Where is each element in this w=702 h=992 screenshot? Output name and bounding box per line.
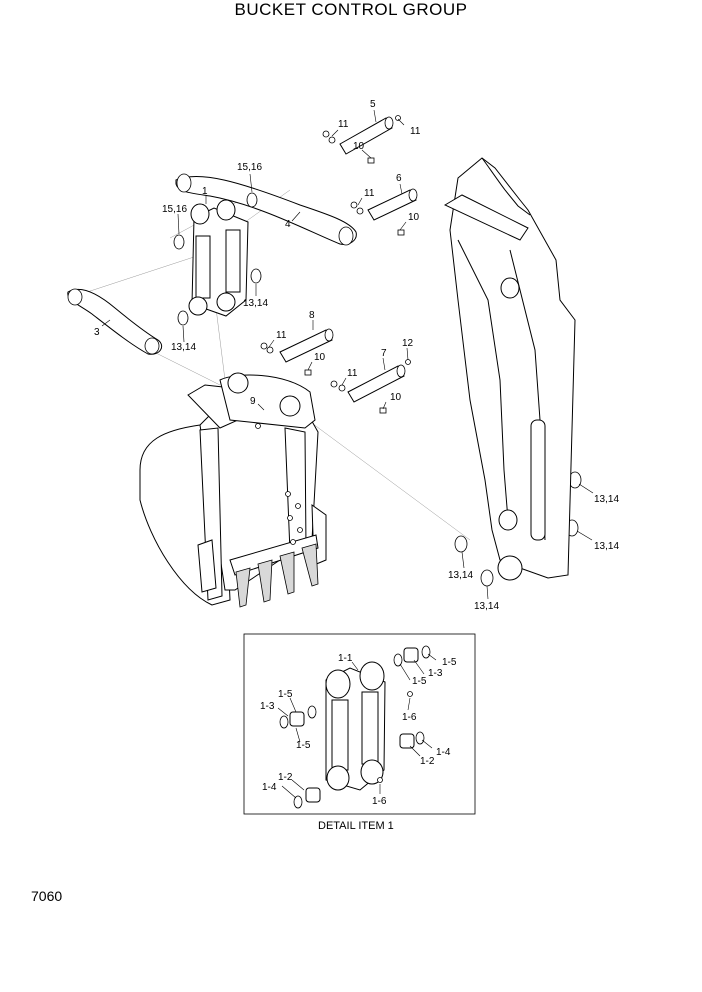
detail-item-1: 1-1 1-5 1-3 1-5 1-5 1-3 1-5 1-6 1-4 1-2 …	[243, 633, 476, 832]
fasteners	[260, 115, 411, 414]
detail-callout-1-6: 1-6	[372, 796, 387, 807]
detail-callout-1-5: 1-5	[278, 689, 293, 700]
callout-11: 11	[410, 126, 421, 137]
callout-13-14: 13,14	[474, 601, 499, 612]
callout-5: 5	[370, 99, 376, 110]
callout-7: 7	[381, 348, 387, 359]
arm	[443, 157, 576, 581]
callout-1: 1	[202, 186, 208, 197]
callout-15-16: 15,16	[162, 204, 187, 215]
callout-8: 8	[309, 310, 315, 321]
page-number: 7060	[31, 888, 63, 904]
link-part-3	[67, 288, 163, 355]
detail-callout-1-6: 1-6	[402, 712, 417, 723]
callout-10: 10	[314, 352, 326, 363]
pin-part-6	[367, 188, 418, 221]
callout-11: 11	[364, 188, 375, 199]
callout-13-14: 13,14	[594, 494, 619, 505]
pin-part-7	[347, 364, 406, 403]
callout-10: 10	[390, 392, 402, 403]
bucket	[139, 372, 327, 608]
callout-4: 4	[285, 219, 291, 230]
detail-callout-1-3: 1-3	[428, 668, 443, 679]
callout-13-14: 13,14	[171, 342, 196, 353]
callout-3: 3	[94, 327, 100, 338]
shims-and-rings	[173, 192, 582, 587]
detail-callout-1-4: 1-4	[436, 747, 451, 758]
pin-part-8	[279, 328, 334, 363]
callout-9: 9	[250, 396, 256, 407]
detail-callout-1-3: 1-3	[260, 701, 275, 712]
callout-13-14: 13,14	[594, 541, 619, 552]
detail-callout-1-1: 1-1	[338, 653, 353, 664]
pin-part-5	[339, 116, 394, 155]
detail-callout-1-5: 1-5	[296, 740, 311, 751]
callout-13-14: 13,14	[448, 570, 473, 581]
leader-lines	[101, 109, 594, 600]
callout-labels: 5 11 11 10 6 11 10 4 15,16 1 15,16 13,14…	[94, 99, 619, 612]
callout-6: 6	[396, 173, 402, 184]
callout-10: 10	[408, 212, 420, 223]
detail-callout-1-5: 1-5	[442, 657, 457, 668]
detail-callout-1-5: 1-5	[412, 676, 427, 687]
detail-callout-1-2: 1-2	[420, 756, 435, 767]
guide-link-part-1	[188, 199, 249, 317]
callout-11: 11	[338, 119, 349, 130]
link-part-4	[175, 173, 357, 246]
callout-11: 11	[276, 330, 287, 341]
callout-12: 12	[402, 338, 414, 349]
detail-callout-1-4: 1-4	[262, 782, 277, 793]
page-title: BUCKET CONTROL GROUP	[234, 0, 468, 19]
callout-15-16: 15,16	[237, 162, 262, 173]
detail-caption: DETAIL ITEM 1	[318, 820, 394, 832]
detail-callout-1-2: 1-2	[278, 772, 293, 783]
callout-11: 11	[347, 368, 358, 379]
callout-10: 10	[353, 141, 365, 152]
callout-13-14: 13,14	[243, 298, 268, 309]
